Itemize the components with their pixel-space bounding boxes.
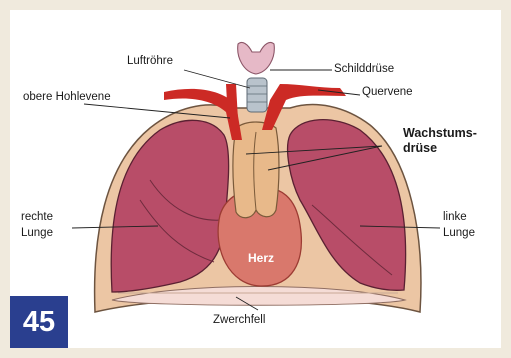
label-right-lung-line1: rechte	[21, 211, 53, 224]
label-thymus-line1: Wachstums-	[403, 127, 477, 140]
label-cross-vein: Quervene	[362, 86, 413, 99]
label-right-lung-line2: Lunge	[21, 227, 53, 240]
label-thymus-line2: drüse	[403, 142, 437, 155]
leader-trachea	[184, 70, 250, 88]
label-thyroid: Schilddrüse	[334, 63, 394, 76]
trachea	[247, 78, 267, 112]
label-trachea: Luftröhre	[127, 55, 173, 68]
label-superior-vena-cava: obere Hohlevene	[23, 91, 111, 104]
figure-number-badge: 45	[10, 296, 68, 348]
thyroid	[238, 42, 275, 74]
label-heart: Herz	[248, 252, 274, 265]
label-diaphragm: Zwerchfell	[213, 314, 265, 327]
label-left-lung-line1: linke	[443, 211, 467, 224]
label-left-lung-line2: Lunge	[443, 227, 475, 240]
